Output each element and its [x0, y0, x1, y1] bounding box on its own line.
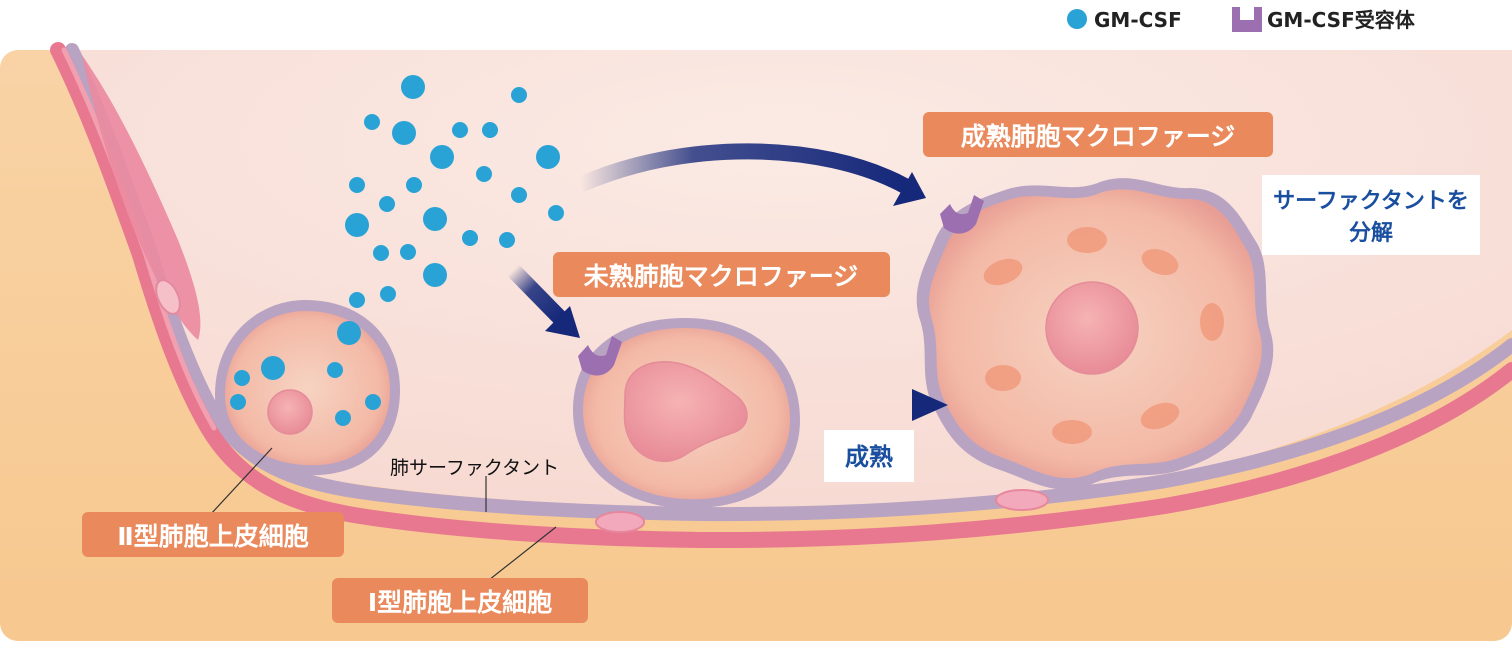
granule — [983, 258, 1023, 286]
label-maturation-text: 成熟 — [845, 443, 893, 471]
granule — [1140, 402, 1180, 430]
type2-nucleus — [267, 389, 313, 435]
label-maturation: 成熟 — [824, 430, 914, 482]
mature-macrophage-cell — [916, 178, 1274, 490]
arrow-to-immature — [507, 264, 566, 324]
immature-macrophage-cell — [573, 318, 800, 509]
label-degrade-line1: サーファクタントを — [1273, 189, 1469, 214]
gmcsf-legend-icon — [1067, 9, 1087, 29]
type2-cell — [215, 300, 400, 476]
granule — [985, 365, 1021, 391]
label-immature-macrophage: 未熟肺胞マクロファージ — [553, 252, 890, 297]
granule — [1141, 248, 1179, 276]
left-wall-nucleus — [155, 279, 181, 315]
immature-nucleus — [623, 361, 748, 463]
label-degrade: サーファクタントを 分解 — [1262, 175, 1480, 255]
granule — [1200, 303, 1224, 341]
label-immature-macrophage-text: 未熟肺胞マクロファージ — [584, 262, 859, 291]
type1-nucleus — [995, 489, 1049, 511]
arrow-to-immature-head — [545, 306, 580, 338]
arrow-maturation-head — [912, 389, 948, 421]
receptor-icon — [940, 195, 984, 234]
left-wall-thickening — [82, 55, 201, 340]
label-type1-cell: Ⅰ型肺胞上皮細胞 — [332, 578, 588, 623]
arrow-to-mature-head — [893, 172, 926, 206]
label-mature-macrophage-text: 成熟肺胞マクロファージ — [961, 122, 1236, 151]
granule — [1067, 227, 1107, 253]
label-degrade-line2: 分解 — [1349, 220, 1393, 246]
arrow-to-mature — [576, 143, 909, 194]
legend-receptor-label: GM-CSF受容体 — [1267, 8, 1416, 32]
granule — [1052, 420, 1092, 444]
legend-gmcsf-label: GM-CSF — [1094, 8, 1182, 32]
label-type2-cell-text: Ⅱ型肺胞上皮細胞 — [117, 522, 308, 551]
label-surfactant: 肺サーファクタント — [390, 457, 559, 479]
epithelial-membrane — [50, 42, 1512, 549]
label-type1-cell-text: Ⅰ型肺胞上皮細胞 — [368, 588, 552, 617]
legend: GM-CSF GM-CSF受容体 — [1067, 7, 1416, 32]
gmcsf-particles — [337, 75, 564, 345]
receptor-legend-icon — [1232, 7, 1262, 32]
gmcsf-particles-inside — [230, 356, 381, 426]
label-type2-cell: Ⅱ型肺胞上皮細胞 — [82, 512, 344, 557]
receptor-icon — [578, 336, 622, 376]
type1-nucleus — [595, 511, 645, 533]
label-mature-macrophage: 成熟肺胞マクロファージ — [923, 112, 1273, 157]
pointer-type2 — [209, 447, 273, 516]
mature-nucleus — [1045, 281, 1139, 375]
